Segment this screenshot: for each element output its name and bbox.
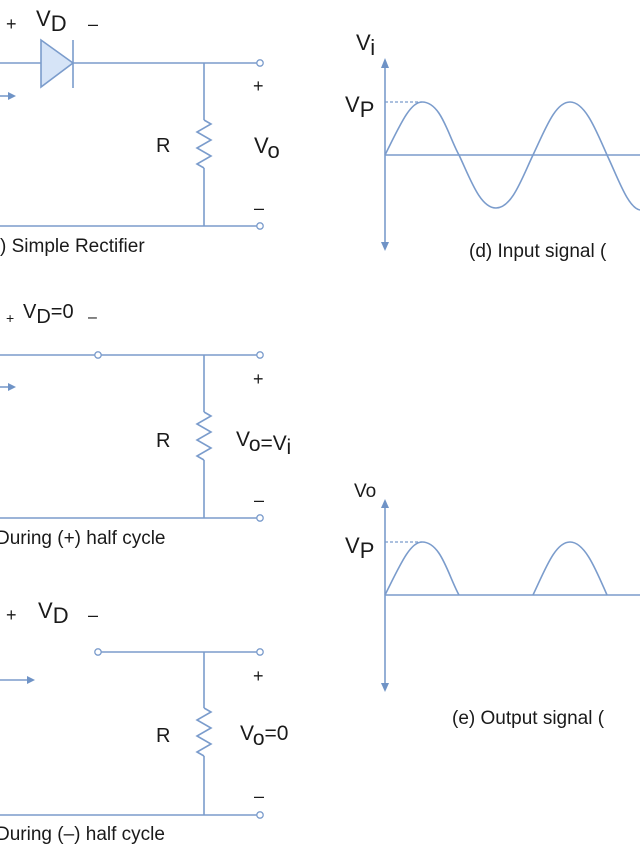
output-terminal-positive	[256, 59, 264, 67]
diode-plus-label: +	[6, 310, 14, 326]
diode-voltage-label: VD=0	[23, 301, 74, 328]
circuit-a-simple-rectifier: + VD – R + Vo – ) Simple Rectifier	[0, 6, 280, 257]
input-sine-wave	[384, 101, 640, 211]
output-plus-label: +	[253, 76, 264, 96]
caption-a: ) Simple Rectifier	[0, 236, 145, 257]
output-minus-label: –	[254, 198, 264, 218]
graph-d-input-signal: Vi VP (d) Input signal (	[345, 30, 640, 262]
resistor-icon	[195, 707, 213, 757]
diode-plus-label: +	[6, 14, 17, 34]
diode-voltage-label: VD	[38, 598, 69, 628]
output-terminal-positive	[256, 351, 264, 359]
current-arrow-icon	[27, 676, 35, 684]
caption-c: During (–) half cycle	[0, 824, 165, 845]
axis-arrow-down-icon	[381, 242, 389, 251]
output-voltage-label: Vo	[254, 133, 280, 163]
resistor-label: R	[156, 430, 170, 452]
caption-b: During (+) half cycle	[0, 528, 165, 549]
output-voltage-label: Vo=0	[240, 722, 289, 750]
resistor-icon	[195, 119, 213, 169]
output-voltage-label: Vo=Vi	[236, 428, 291, 459]
output-plus-label: +	[253, 666, 264, 686]
diode-minus-label: –	[88, 14, 98, 34]
output-half-wave	[384, 541, 608, 596]
diode-minus-label: –	[88, 309, 97, 326]
axis-arrow-down-icon	[381, 683, 389, 692]
output-terminal-positive	[256, 648, 264, 656]
circuit-c-negative-half-cycle: + VD – R + Vo=0 – During (–) half cycle	[0, 598, 289, 845]
current-arrow-icon	[8, 383, 16, 391]
current-arrow-icon	[8, 92, 16, 100]
output-plus-label: +	[253, 369, 264, 389]
diode-minus-label: –	[88, 605, 98, 625]
y-axis-label: Vo	[354, 481, 376, 502]
peak-label: VP	[345, 533, 374, 563]
resistor-label: R	[156, 725, 170, 747]
output-terminal-negative	[256, 222, 264, 230]
circuit-b-positive-half-cycle: + VD=0 – R + Vo=Vi – During (+) half cyc…	[0, 301, 291, 549]
short-circuit-node	[94, 351, 102, 359]
caption-e: (e) Output signal (	[452, 708, 605, 729]
open-circuit-node	[94, 648, 102, 656]
diode-voltage-label: VD	[36, 6, 67, 36]
axis-arrow-up-icon	[381, 58, 389, 68]
output-minus-label: –	[254, 786, 264, 806]
axis-arrow-up-icon	[381, 499, 389, 508]
output-terminal-negative	[256, 811, 264, 819]
diode-icon	[40, 38, 75, 89]
peak-label: VP	[345, 92, 374, 122]
y-axis-label: Vi	[356, 30, 375, 60]
resistor-label: R	[156, 135, 170, 157]
caption-d: (d) Input signal (	[469, 241, 607, 262]
output-minus-label: –	[254, 490, 264, 510]
output-terminal-negative	[256, 514, 264, 522]
resistor-icon	[195, 411, 213, 461]
graph-e-output-signal: Vo VP (e) Output signal (	[345, 481, 640, 729]
diode-plus-label: +	[6, 605, 17, 625]
